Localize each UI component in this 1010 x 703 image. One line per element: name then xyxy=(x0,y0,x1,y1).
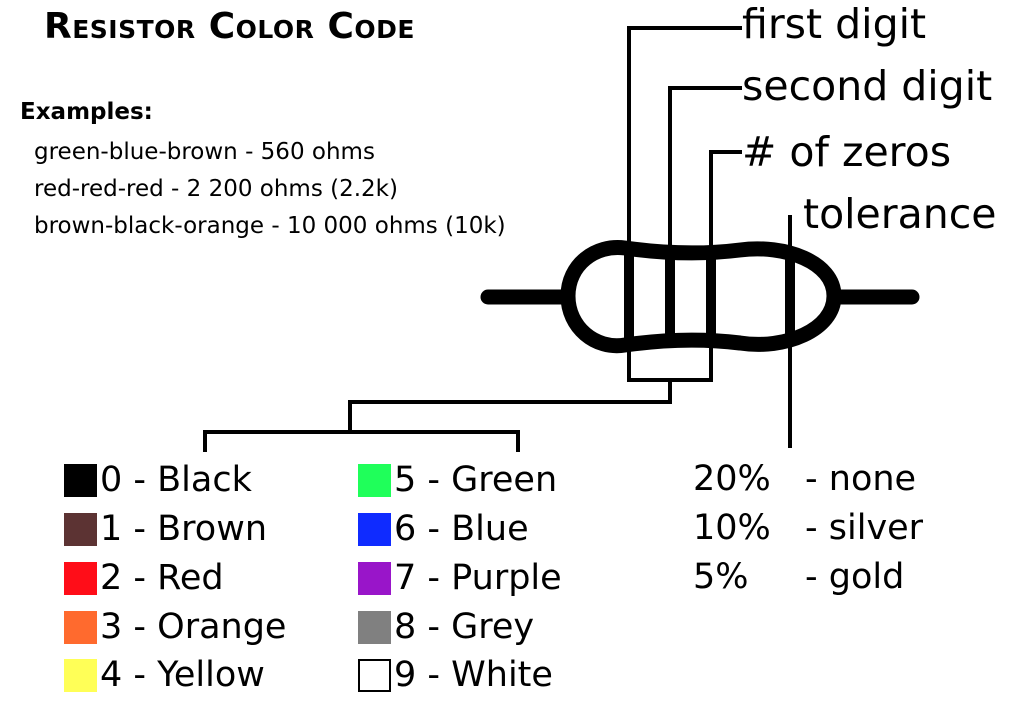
color-row: 4 - Yellow xyxy=(64,655,265,695)
tolerance-row: 10% - silver xyxy=(693,508,923,548)
color-label: 1 - Brown xyxy=(100,509,268,549)
resistor-body xyxy=(560,240,842,354)
color-label: 4 - Yellow xyxy=(100,655,265,695)
color-label: 0 - Black xyxy=(100,460,252,500)
color-row: 0 - Black xyxy=(64,460,252,500)
label-first-digit: first digit xyxy=(742,0,927,48)
examples-heading: Examples: xyxy=(20,99,153,125)
color-swatch xyxy=(64,512,97,546)
color-label: 2 - Red xyxy=(100,558,224,598)
color-swatch xyxy=(358,610,391,644)
color-swatch xyxy=(64,463,97,497)
color-row: 2 - Red xyxy=(64,558,224,598)
example-line: red-red-red - 2 200 ohms (2.2k) xyxy=(34,176,398,202)
tolerance-row: 20% - none xyxy=(693,459,916,499)
color-label: 8 - Grey xyxy=(394,607,535,647)
leader-zeros xyxy=(709,150,742,250)
color-row: 5 - Green xyxy=(358,460,558,500)
leader-second-digit xyxy=(668,86,742,250)
tolerance-row: 5% - gold xyxy=(693,557,904,597)
bracket-chart xyxy=(203,430,520,452)
color-row: 8 - Grey xyxy=(358,607,535,647)
tolerance-percent: 20% xyxy=(693,459,771,499)
example-line: brown-black-orange - 10 000 ohms (10k) xyxy=(34,213,506,239)
color-swatch xyxy=(358,463,391,497)
color-label: 9 - White xyxy=(394,655,553,695)
tolerance-percent: 5% xyxy=(693,557,749,597)
color-row: 7 - Purple xyxy=(358,558,562,598)
color-swatch xyxy=(358,658,391,692)
leader-first-digit xyxy=(627,26,742,380)
tolerance-label: - gold xyxy=(805,557,905,597)
color-label: 7 - Purple xyxy=(394,558,562,598)
color-row: 3 - Orange xyxy=(64,607,287,647)
tolerance-label: - none xyxy=(805,459,917,499)
color-row: 1 - Brown xyxy=(64,509,268,549)
color-label: 3 - Orange xyxy=(100,607,287,647)
color-swatch xyxy=(64,610,97,644)
color-row: 6 - Blue xyxy=(358,509,529,549)
label-tolerance: tolerance xyxy=(803,190,997,238)
page-title: Resistor Color Code xyxy=(44,6,415,47)
color-swatch xyxy=(64,658,97,692)
label-zeros: # of zeros xyxy=(742,128,952,176)
label-second-digit: second digit xyxy=(742,62,993,110)
color-row: 9 - White xyxy=(358,655,553,695)
tolerance-percent: 10% xyxy=(693,508,771,548)
example-line: green-blue-brown - 560 ohms xyxy=(34,139,375,165)
color-swatch xyxy=(64,561,97,595)
tolerance-label: - silver xyxy=(805,508,924,548)
color-label: 5 - Green xyxy=(394,460,558,500)
color-label: 6 - Blue xyxy=(394,509,529,549)
color-swatch xyxy=(358,561,391,595)
leader-to-chart xyxy=(348,380,672,432)
color-swatch xyxy=(358,512,391,546)
